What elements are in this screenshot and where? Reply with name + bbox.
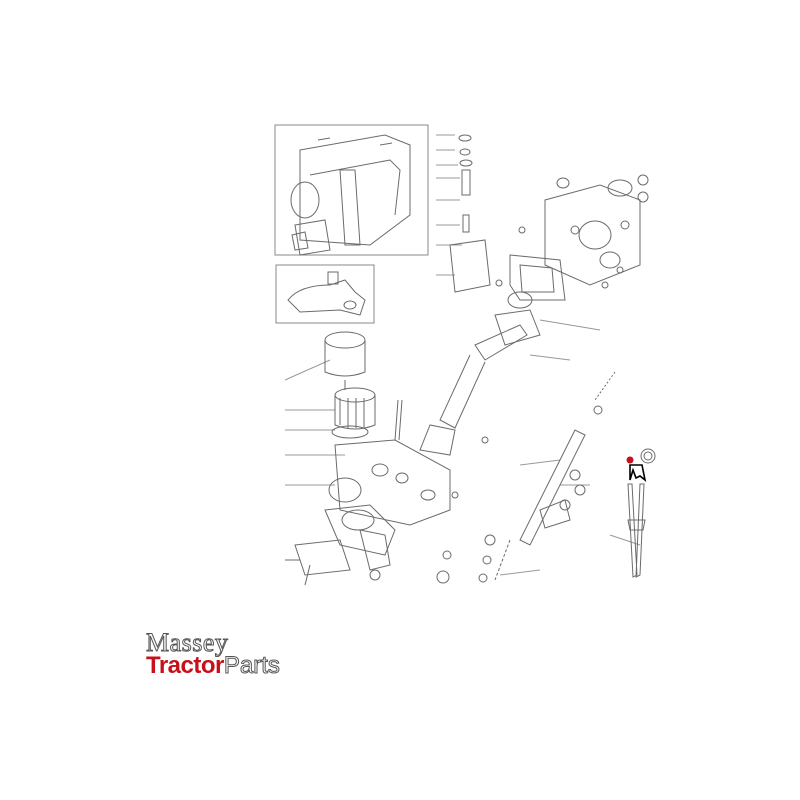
brand-tractor: Tractor [146,652,224,679]
callout-lines [284,134,641,576]
top-cover-plate [494,254,566,346]
brand-line-massey: Massey [146,628,229,657]
ram-parts [324,331,376,439]
valve-stack [449,134,491,293]
fasteners [451,226,624,499]
lift-arm-inset [275,264,375,324]
brand-parts: Parts [223,652,280,679]
cross-shaft [394,324,528,456]
control-valve-spool [478,371,616,583]
lift-cover-inset [274,124,429,256]
main-lift-housing [328,439,451,531]
brand-logo: Massey TractorParts [146,628,281,679]
brand-line-tractorparts: TractorParts [146,652,280,679]
upper-housing-block [544,174,649,286]
control-fork [626,448,656,578]
lift-arm-cam [285,504,452,586]
